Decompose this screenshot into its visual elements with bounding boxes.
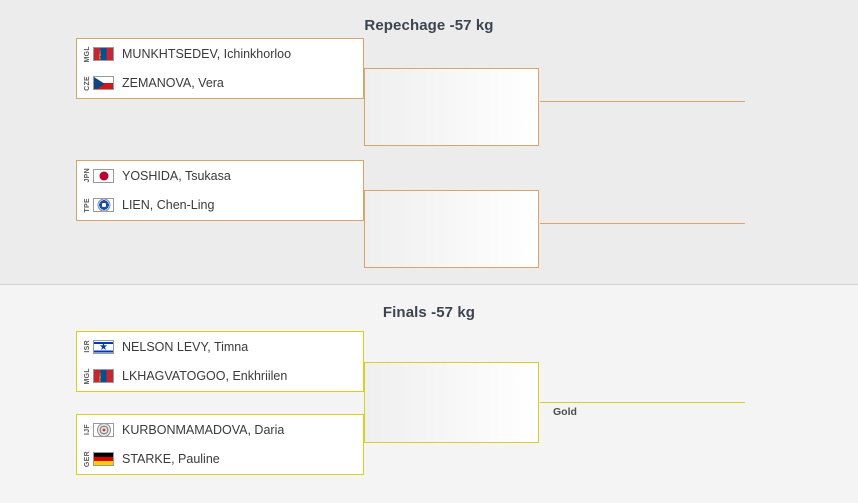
competitor-row[interactable]: ISR NELSON LEVY, Timna (77, 332, 363, 362)
winner-slot-repechage-2[interactable] (364, 190, 539, 268)
country-code: CZE (84, 75, 91, 91)
competitor-row[interactable]: IJF KURBONMAMADOVA, Daria (77, 415, 363, 445)
section-title-repechage: Repechage -57 kg (364, 17, 494, 34)
country-code: TPE (84, 197, 91, 213)
match-box-repechage-2[interactable]: JPN YOSHIDA, Tsukasa TPE LIEN, Chen-Ling (76, 160, 364, 221)
advance-line-repechage-1 (540, 101, 745, 102)
athlete-name: LIEN, Chen-Ling (122, 198, 215, 213)
winner-slot-repechage-1[interactable] (364, 68, 539, 146)
flag-chinese-taipei-icon (93, 198, 114, 213)
flag-czechia-icon (93, 76, 114, 91)
section-title-finals: Finals -57 kg (382, 304, 476, 321)
flag-japan-icon (93, 168, 114, 183)
competitor-row[interactable]: MGL MUNKHTSEDEV, Ichinkhorloo (77, 39, 363, 69)
section-finals: Finals -57 kg ISR NELSON LEVY, Timna MGL… (0, 286, 858, 503)
country-code: GER (84, 451, 91, 468)
country-code: ISR (84, 340, 91, 354)
advance-line-repechage-2 (540, 223, 745, 224)
match-box-finals-1[interactable]: ISR NELSON LEVY, Timna MGL LKHAGVATOGOO,… (76, 331, 364, 392)
medal-label-gold: Gold (553, 406, 577, 418)
country-code: MGL (84, 45, 91, 62)
flag-mongolia-icon (93, 369, 114, 384)
athlete-name: LKHAGVATOGOO, Enkhriilen (122, 369, 288, 384)
competitor-row[interactable]: GER STARKE, Pauline (77, 445, 363, 475)
athlete-name: STARKE, Pauline (122, 452, 220, 467)
advance-line-gold (540, 402, 745, 403)
flag-israel-icon (93, 339, 114, 354)
competitor-row[interactable]: CZE ZEMANOVA, Vera (77, 69, 363, 99)
flag-germany-icon (93, 452, 114, 467)
flag-mongolia-icon (93, 46, 114, 61)
athlete-name: ZEMANOVA, Vera (122, 76, 224, 91)
section-repechage: Repechage -57 kg MGL MUNKHTSEDEV, Ichink… (0, 0, 858, 285)
athlete-name: YOSHIDA, Tsukasa (122, 168, 231, 183)
athlete-name: KURBONMAMADOVA, Daria (122, 422, 285, 437)
country-code: JPN (84, 168, 91, 184)
competitor-row[interactable]: JPN YOSHIDA, Tsukasa (77, 161, 363, 191)
competitor-row[interactable]: TPE LIEN, Chen-Ling (77, 191, 363, 221)
country-code: IJF (84, 424, 91, 436)
country-code: MGL (84, 368, 91, 385)
flag-ijf-icon (93, 422, 114, 437)
winner-slot-final[interactable] (364, 362, 539, 443)
competitor-row[interactable]: MGL LKHAGVATOGOO, Enkhriilen (77, 362, 363, 392)
athlete-name: NELSON LEVY, Timna (122, 339, 249, 354)
match-box-finals-2[interactable]: IJF KURBONMAMADOVA, Daria GER STARKE, Pa… (76, 414, 364, 475)
match-box-repechage-1[interactable]: MGL MUNKHTSEDEV, Ichinkhorloo CZE ZEMANO… (76, 38, 364, 99)
athlete-name: MUNKHTSEDEV, Ichinkhorloo (122, 46, 292, 61)
